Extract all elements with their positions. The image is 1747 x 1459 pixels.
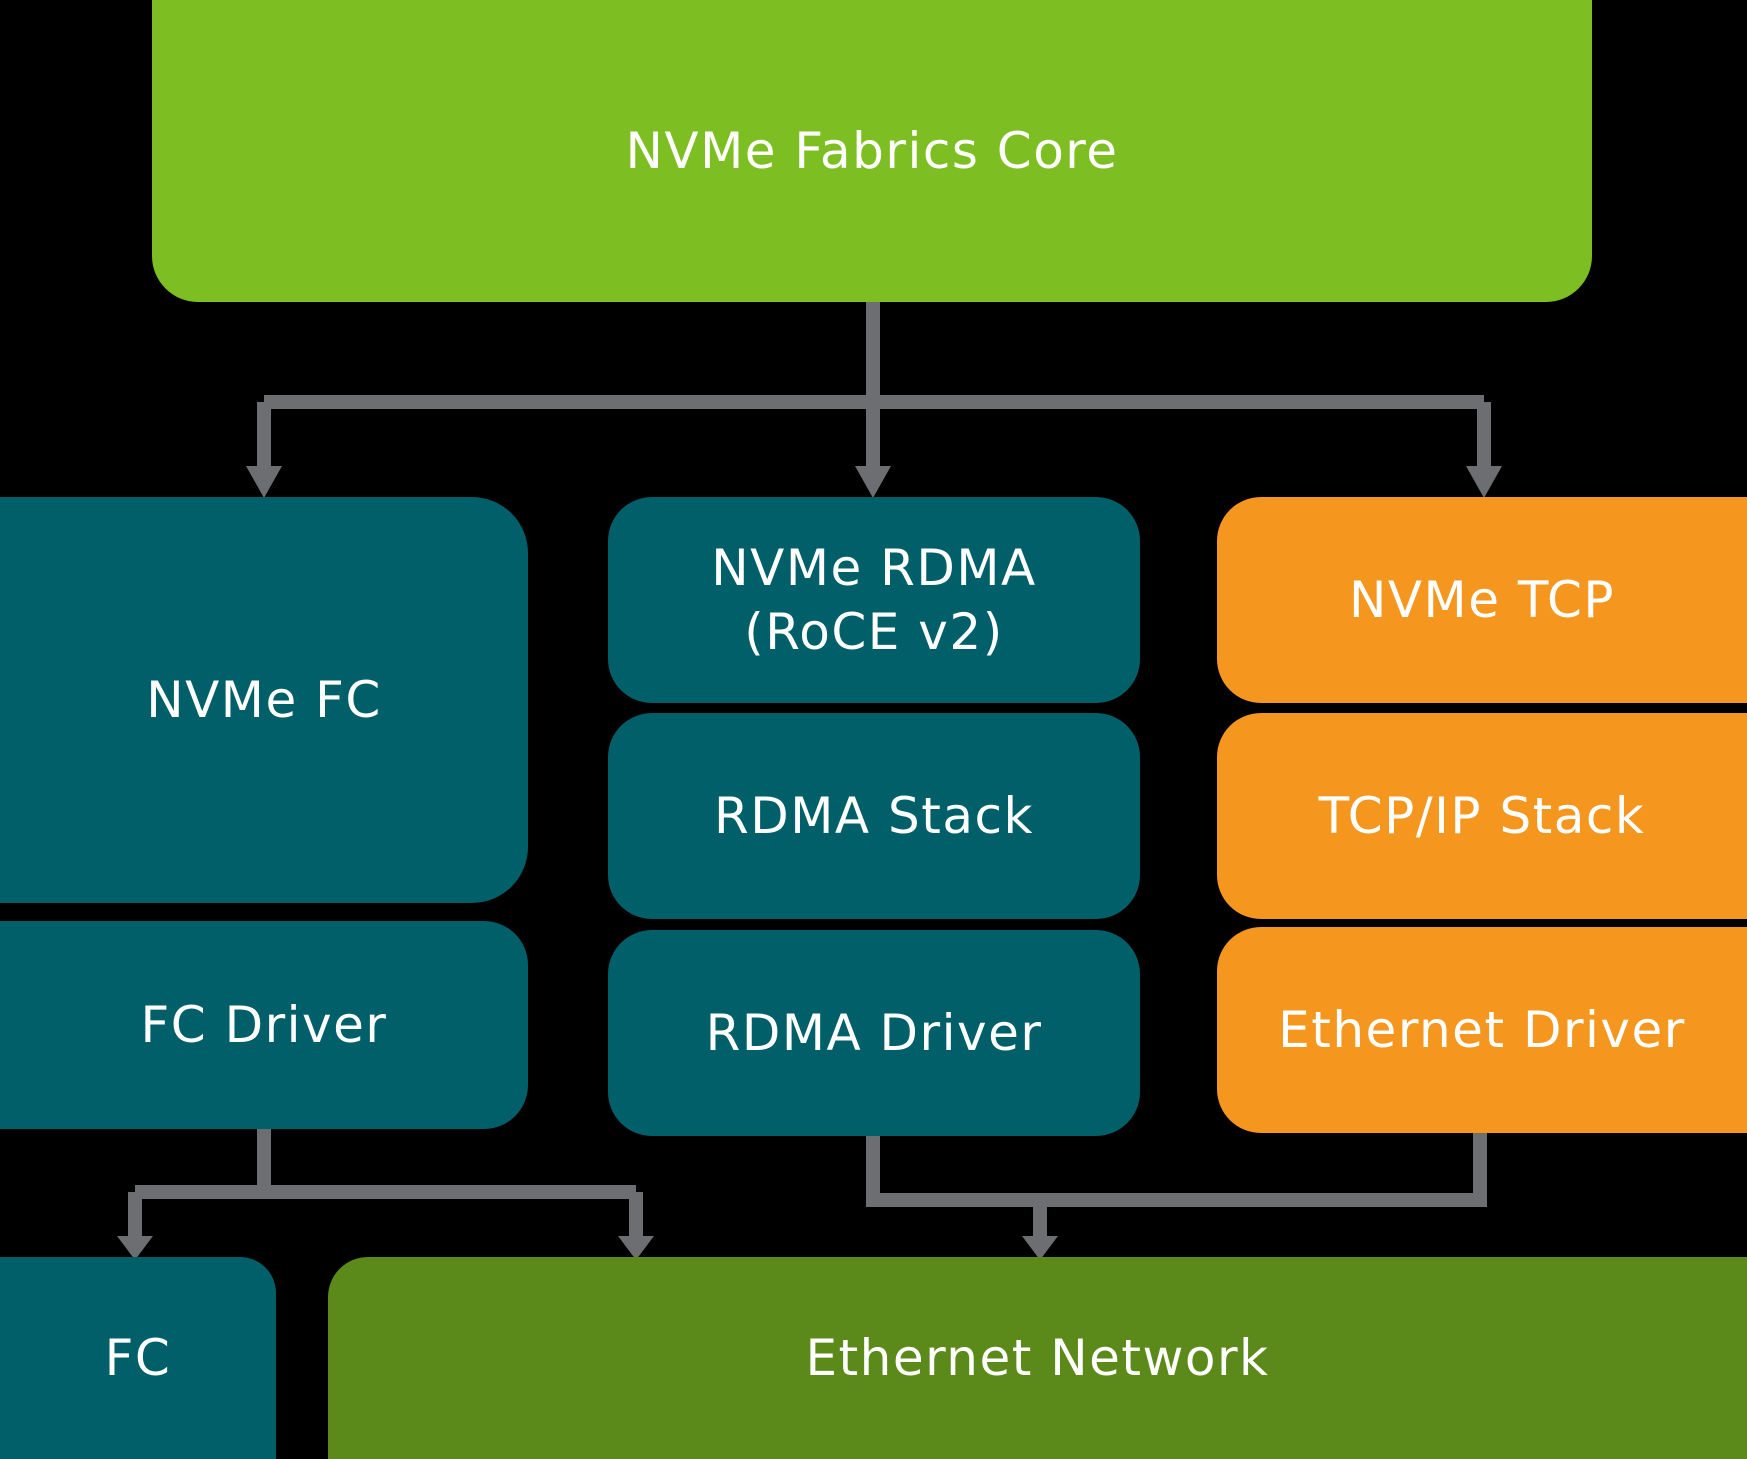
nvme-fabrics-core-box: NVMe Fabrics Core bbox=[152, 0, 1592, 302]
tcpip-stack-label: TCP/IP Stack bbox=[1318, 787, 1646, 845]
arrowhead-nvme-fc bbox=[246, 466, 282, 498]
nvme-rdma-box: NVMe RDMA (RoCE v2) bbox=[608, 497, 1140, 703]
fc-driver-label: FC Driver bbox=[140, 996, 388, 1054]
nvme-rdma-text: NVMe RDMA (RoCE v2) bbox=[711, 536, 1037, 664]
nvme-rdma-sublabel: (RoCE v2) bbox=[744, 603, 1004, 661]
nvme-tcp-box: NVMe TCP bbox=[1217, 497, 1747, 703]
nvme-fc-label: NVMe FC bbox=[146, 671, 382, 729]
rdma-driver-label: RDMA Driver bbox=[705, 1004, 1043, 1062]
arrowhead-fc bbox=[117, 1236, 153, 1260]
ethernet-network-box: Ethernet Network bbox=[328, 1257, 1747, 1459]
arrowhead-ethernet-left bbox=[618, 1236, 654, 1260]
tcpip-stack-box: TCP/IP Stack bbox=[1217, 713, 1747, 919]
nvme-fabrics-core-label: NVMe Fabrics Core bbox=[625, 122, 1119, 180]
ethernet-network-label: Ethernet Network bbox=[805, 1329, 1270, 1387]
ethernet-driver-box: Ethernet Driver bbox=[1217, 927, 1747, 1133]
fc-box: FC bbox=[0, 1257, 276, 1459]
nvme-tcp-label: NVMe TCP bbox=[1348, 571, 1616, 629]
arrowhead-ethernet-center bbox=[1022, 1236, 1058, 1260]
rdma-driver-box: RDMA Driver bbox=[608, 930, 1140, 1136]
arrowhead-nvme-tcp bbox=[1466, 466, 1502, 498]
nvme-fc-box: NVMe FC bbox=[0, 497, 528, 903]
arrowhead-nvme-rdma bbox=[855, 466, 891, 498]
rdma-stack-label: RDMA Stack bbox=[714, 787, 1034, 845]
rdma-stack-box: RDMA Stack bbox=[608, 713, 1140, 919]
fc-label: FC bbox=[104, 1329, 172, 1387]
ethernet-driver-label: Ethernet Driver bbox=[1278, 1001, 1686, 1059]
nvme-rdma-label: NVMe RDMA bbox=[711, 539, 1037, 597]
fc-driver-box: FC Driver bbox=[0, 921, 528, 1129]
